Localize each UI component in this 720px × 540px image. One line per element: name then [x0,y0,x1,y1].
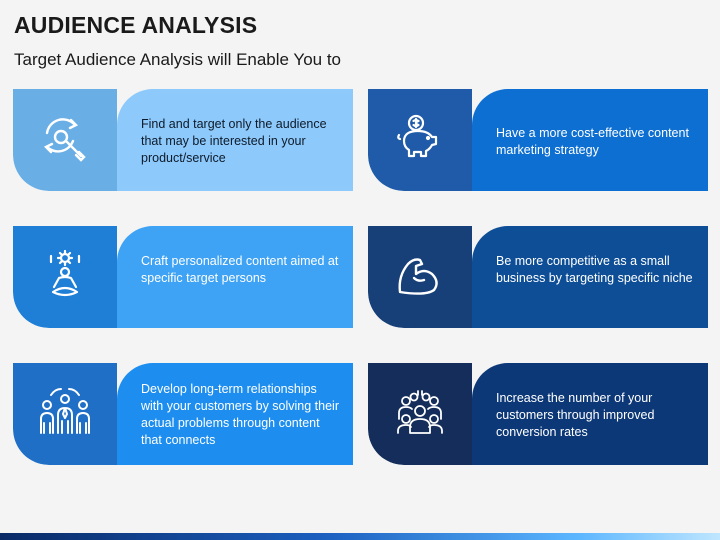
card-panel [472,363,708,465]
card-personalized: Craft personalized content aimed at spec… [13,226,353,328]
card-icon-box [368,363,472,465]
card-icon-box [368,89,472,191]
card-panel [117,226,353,328]
card-cost-effective: Have a more cost-effective content marke… [368,89,708,191]
card-icon-box [368,226,472,328]
card-text: Develop long-term relationships with you… [141,382,339,447]
card-panel [117,363,353,465]
card-icon-box [13,363,117,465]
team-relationship-icon [40,388,90,434]
page-subtitle: Target Audience Analysis will Enable You… [14,50,342,69]
meditation-person-icon [49,249,81,297]
card-text: Be more competitive as a small business … [496,254,693,285]
footer-bar [0,533,720,540]
search-refresh-icon [43,118,86,162]
card-target-audience: Find and target only the audience that m… [13,89,353,191]
card-panel [472,89,708,191]
card-competitive: Be more competitive as a small business … [368,226,708,328]
card-text: Have a more cost-effective content marke… [496,126,689,157]
customer-group-icon [397,390,443,434]
card-text: Craft personalized content aimed at spec… [141,254,339,285]
flexed-arm-icon [398,258,438,295]
card-conversion: Increase the number of your customers th… [368,363,708,465]
card-panel [117,89,353,191]
card-panel [472,226,708,328]
card-text: Increase the number of your customers th… [496,391,655,439]
page-title: AUDIENCE ANALYSIS [14,12,258,38]
piggy-bank-icon [397,114,438,158]
card-text: Find and target only the audience that m… [141,117,327,165]
card-relationships: Develop long-term relationships with you… [13,363,353,465]
